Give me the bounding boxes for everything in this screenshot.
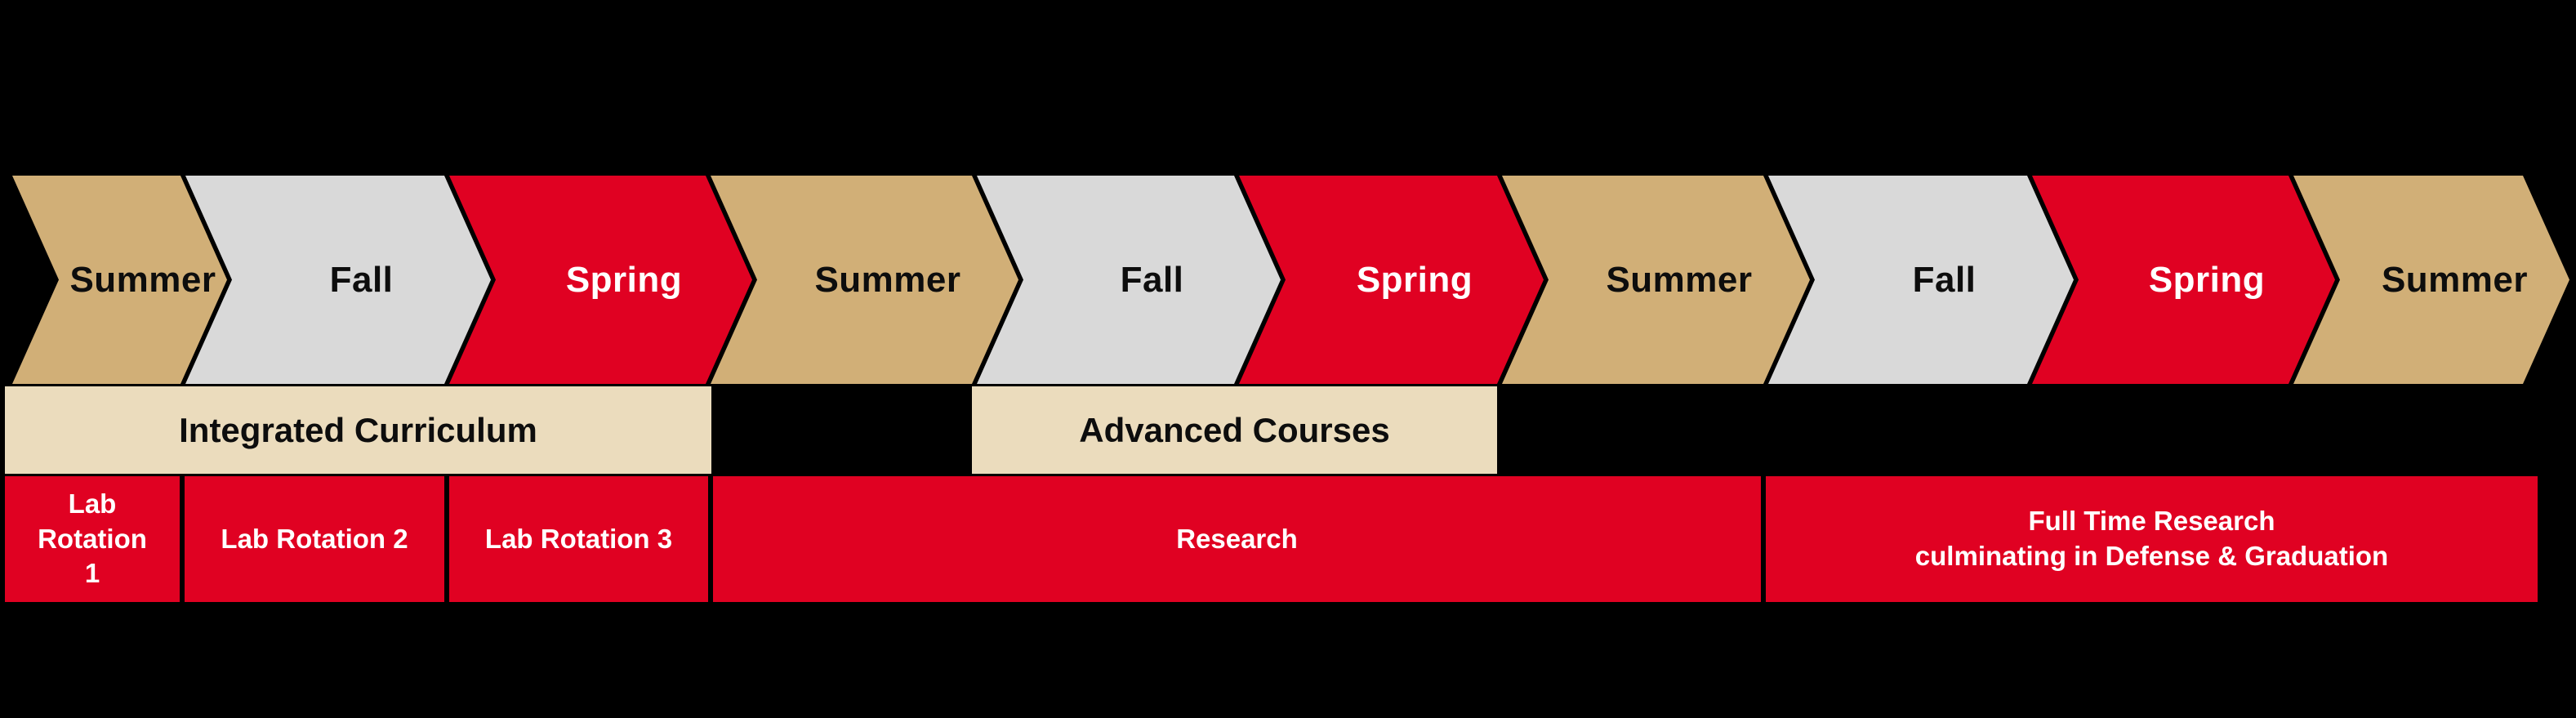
season-label: Spring — [1356, 259, 1473, 300]
activity-cell-lab-rotation-3: Lab Rotation 3 — [449, 476, 708, 602]
chevron-summer-3: Summer — [1502, 176, 1810, 384]
chevron-fall-3: Fall — [1768, 176, 2074, 384]
season-label: Summer — [2381, 259, 2529, 300]
activity-cell-research: Research — [713, 476, 1761, 602]
phase-label: Integrated Curriculum — [179, 410, 537, 449]
chevron-spring-1: Spring — [449, 176, 752, 384]
chevron-fall-1: Fall — [185, 176, 491, 384]
activity-cell-full-time-research: Full Time Research culminating in Defens… — [1766, 476, 2538, 602]
season-label: Fall — [1120, 259, 1184, 300]
activity-cell-lab-rotation-2: Lab Rotation 2 — [185, 476, 444, 602]
phase-bar-integrated-curriculum: Integrated Curriculum — [5, 386, 711, 474]
phase-bar-advanced-courses: Advanced Courses — [972, 386, 1497, 474]
season-label: Summer — [814, 259, 961, 300]
phase-label: Advanced Courses — [1079, 410, 1390, 449]
activity-cell-lab-rotation-1: Lab Rotation 1 — [5, 476, 180, 602]
chevron-fall-2: Fall — [977, 176, 1281, 384]
season-label: Summer — [1606, 259, 1753, 300]
season-label: Spring — [2148, 259, 2266, 300]
chevron-summer-2: Summer — [711, 176, 1018, 384]
season-label: Fall — [329, 259, 394, 300]
season-label: Fall — [1912, 259, 1977, 300]
chevron-spring-2: Spring — [1239, 176, 1544, 384]
season-label: Summer — [69, 259, 216, 300]
season-label: Spring — [565, 259, 683, 300]
chevron-summer-1: Summer — [12, 176, 227, 384]
chevron-spring-3: Spring — [2032, 176, 2335, 384]
